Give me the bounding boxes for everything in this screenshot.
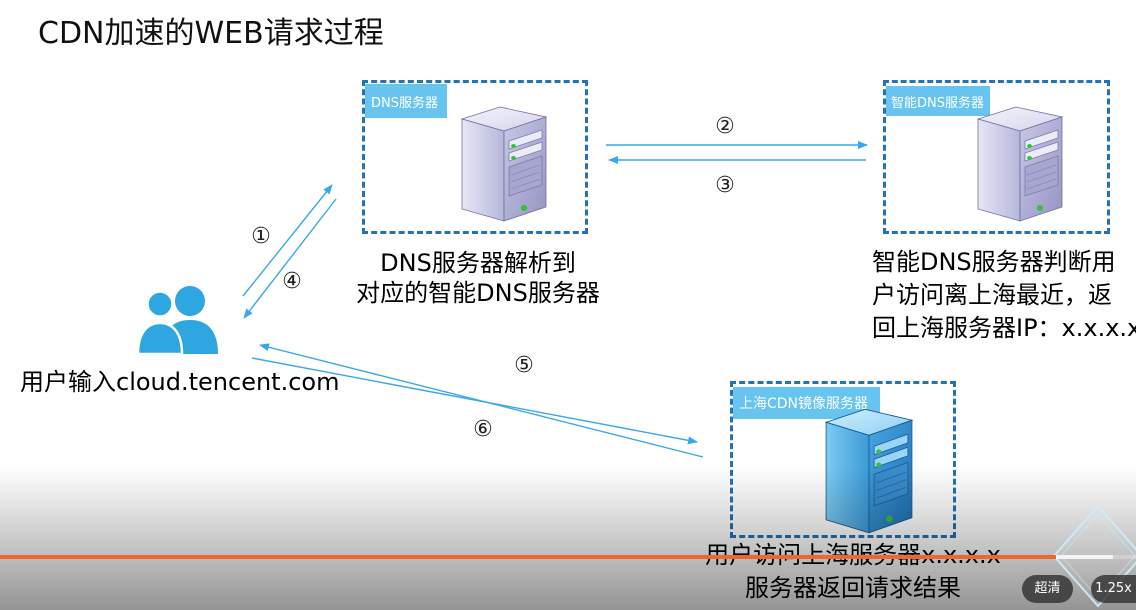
smart-dns-server-label: 智能DNS服务器	[886, 86, 990, 116]
dns-server-label: DNS服务器	[365, 84, 447, 118]
smart-dns-server-caption-line: 智能DNS服务器判断用	[872, 248, 1116, 276]
playback-speed-button[interactable]: 1.25x	[1091, 575, 1136, 603]
vent-slats	[510, 164, 541, 190]
power-led	[886, 515, 893, 522]
server-side	[461, 118, 505, 222]
step-label-2: ②	[715, 114, 735, 139]
server-icon	[460, 106, 548, 222]
drive-bay	[508, 141, 543, 162]
status-led	[511, 144, 516, 148]
step-label-3: ③	[715, 173, 735, 198]
step-label-1: ①	[251, 224, 271, 249]
status-led	[511, 156, 516, 160]
smart-dns-server-caption-line: 户访问离上海最近，返	[872, 281, 1112, 309]
server-icon	[976, 106, 1064, 222]
step-label-6: ⑥	[473, 417, 493, 442]
drive-bay	[873, 446, 909, 469]
users-icon	[136, 286, 218, 356]
progress-bar[interactable]	[0, 555, 1136, 559]
status-led	[1027, 144, 1032, 148]
dns-server-box: DNS服务器	[362, 80, 588, 234]
drive-bay	[508, 129, 543, 150]
vent-slats	[876, 471, 906, 499]
server-side	[977, 118, 1021, 222]
smart-dns-server-caption: 智能DNS服务器判断用 户访问离上海最近，返 回上海服务器IP：x.x.x.x	[872, 246, 1136, 345]
dns-server-caption-line: DNS服务器解析到	[380, 249, 576, 277]
step-label-5: ⑤	[514, 353, 534, 378]
drive-bay	[1024, 141, 1059, 162]
slide-title: CDN加速的WEB请求过程	[38, 16, 384, 51]
status-led	[1027, 156, 1032, 160]
user-front	[136, 290, 184, 356]
vent-panel	[873, 461, 909, 507]
dns-server-caption: DNS服务器解析到 对应的智能DNS服务器	[338, 248, 618, 308]
server-side	[825, 421, 870, 534]
vent-panel	[508, 155, 543, 197]
power-led	[1036, 205, 1044, 211]
status-led	[876, 449, 882, 454]
power-led	[520, 205, 528, 211]
server-icon	[824, 408, 914, 534]
vent-slats	[1026, 164, 1057, 190]
cdn-server-box: 上海CDN镜像服务器	[730, 381, 956, 538]
cdn-server-caption-line: 服务器返回请求结果	[745, 574, 961, 602]
quality-button[interactable]: 超清	[1022, 575, 1073, 603]
smart-dns-server-box: 智能DNS服务器	[883, 80, 1110, 234]
user-caption: 用户输入cloud.tencent.com	[20, 368, 340, 396]
drive-bay	[1024, 129, 1059, 150]
step-label-4: ④	[282, 269, 302, 294]
cdn-server-caption: 用户访问上海服务器x.x.x.x 服务器返回请求结果	[700, 539, 1006, 605]
status-led	[876, 462, 882, 467]
arrow-step-4	[243, 198, 337, 319]
vent-panel	[1024, 155, 1059, 197]
dns-server-caption-line: 对应的智能DNS服务器	[356, 279, 600, 307]
progress-played	[0, 555, 1057, 559]
smart-dns-server-caption-line: 回上海服务器IP：x.x.x.x	[872, 314, 1136, 342]
drive-bay	[873, 433, 909, 456]
